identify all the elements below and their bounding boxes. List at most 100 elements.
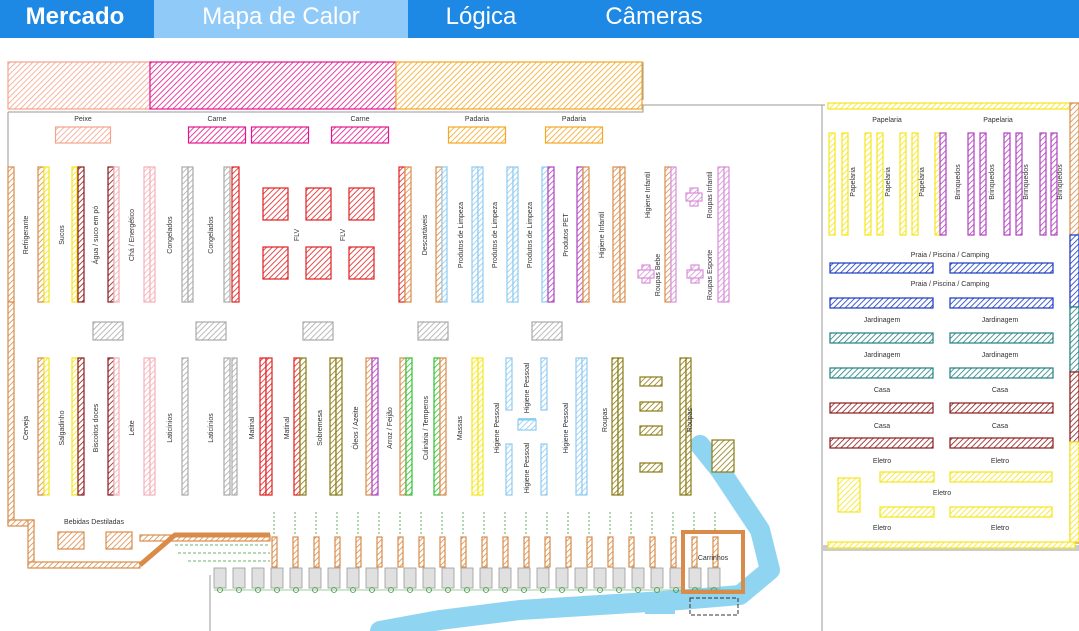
eletro-block [837,477,861,513]
label-praia: Praia / Piscina / Camping [911,281,990,288]
aisle-label: Higiene Pessoal [524,442,531,493]
label-eletro: Eletro [991,525,1009,532]
aisle-label: Produtos de Limpeza [492,202,499,268]
tab-mapa-de-calor[interactable]: Mapa de Calor [154,0,408,38]
checkout-station[interactable] [251,567,265,589]
checkout-station[interactable] [593,567,607,589]
checkout-station[interactable] [232,567,246,589]
checkout-station[interactable] [422,567,436,589]
clothing-table [639,376,663,387]
aisle-shelf [547,166,555,303]
checkout-station[interactable] [308,567,322,589]
right-aisle-shelf [967,132,975,236]
flv-block [348,187,375,221]
checkout-station[interactable] [688,567,702,589]
bebidas-rack [57,531,85,550]
checkout-station[interactable] [384,567,398,589]
checkout-counter [397,536,404,568]
checkout-counter [334,536,341,568]
checkout-counter [439,536,446,568]
flv-block [262,187,289,221]
right-row-shelf [949,367,1054,379]
heat-spot [645,596,675,614]
checkout-station[interactable] [327,567,341,589]
aisle-label: Óleos / Azeite [351,406,360,449]
aisle-shelf [265,357,273,496]
aisle-label: Descartáveis [422,214,429,255]
checkout-counter [607,536,614,568]
checkout-station[interactable] [707,567,721,589]
tab-logica[interactable]: Lógica [445,3,517,30]
aisle-shelf [223,357,231,496]
endcap [92,321,124,341]
endcap [417,321,449,341]
eletro-shelf [879,471,935,483]
right-aisle-label: Papelaria [850,167,857,197]
checkout-station[interactable] [460,567,474,589]
right-row-shelf [829,437,934,449]
aisle-label: Matinal [249,416,256,439]
label-bebidas: Bebidas Destiladas [64,519,124,526]
perimeter-shelf [1069,306,1079,373]
aisle-shelf [259,357,267,496]
checkout-station[interactable] [574,567,588,589]
checkout-station[interactable] [498,567,512,589]
right-aisle-shelf [979,132,987,236]
checkout-station[interactable] [403,567,417,589]
checkout-station[interactable] [536,567,550,589]
checkout-counter [670,536,677,568]
perimeter-shelf [7,301,15,525]
checkout-station[interactable] [669,567,683,589]
aisle-label: Matinal [284,416,291,439]
right-aisle-label: Brinquedos [1057,164,1064,200]
aisle-shelf [477,357,484,496]
right-row-shelf [949,402,1054,414]
checkout-counter [523,536,530,568]
clothing-table [639,462,663,473]
aisle-shelf [477,166,484,303]
aisle-shelf [143,357,151,496]
aisle-label: Higiene Pessoal [494,402,501,453]
aisle-label: Água / suco em pó [91,206,100,264]
aisle-label: Roupas [602,407,609,432]
checkout-station[interactable] [517,567,531,589]
aisle-shelf [506,166,514,303]
checkout-station[interactable] [270,567,284,589]
aisle-shelf [540,443,548,496]
aisle-label: Laticínios [167,413,174,443]
checkout-counter [313,536,320,568]
tab-cameras[interactable]: Câmeras [605,3,703,30]
checkout-station[interactable] [346,567,360,589]
checkout-counter [271,536,278,568]
checkout-station[interactable] [365,567,379,589]
aisle-label: Produtos de Limpeza [527,202,534,268]
label-casa: Casa [874,423,890,430]
right-aisle-shelf [864,132,872,236]
perimeter-shelf [1069,371,1079,443]
perimeter-shelf [1069,441,1079,543]
checkout-counter [712,536,719,568]
label-counter: Carne [207,116,226,123]
checkout-station[interactable] [650,567,664,589]
aisle-shelf [37,166,45,303]
storage-padaria [395,61,643,110]
checkout-station[interactable] [479,567,493,589]
right-aisle-shelf [1050,132,1058,236]
aisle-shelf [441,166,448,303]
bebidas-rack [105,531,133,550]
aisle-shelf [37,357,45,496]
checkout-counter [586,536,593,568]
aisle-shelf [517,419,537,431]
checkout-station[interactable] [631,567,645,589]
checkout-station[interactable] [289,567,303,589]
tab-mercado[interactable]: Mercado [25,3,125,30]
checkout-counter [544,536,551,568]
checkout-station[interactable] [612,567,626,589]
aisle-label: FLV [294,229,301,242]
aisle-shelf [187,166,194,303]
checkout-station[interactable] [555,567,569,589]
checkout-station[interactable] [213,567,227,589]
checkout-station[interactable] [441,567,455,589]
counter [544,126,604,144]
